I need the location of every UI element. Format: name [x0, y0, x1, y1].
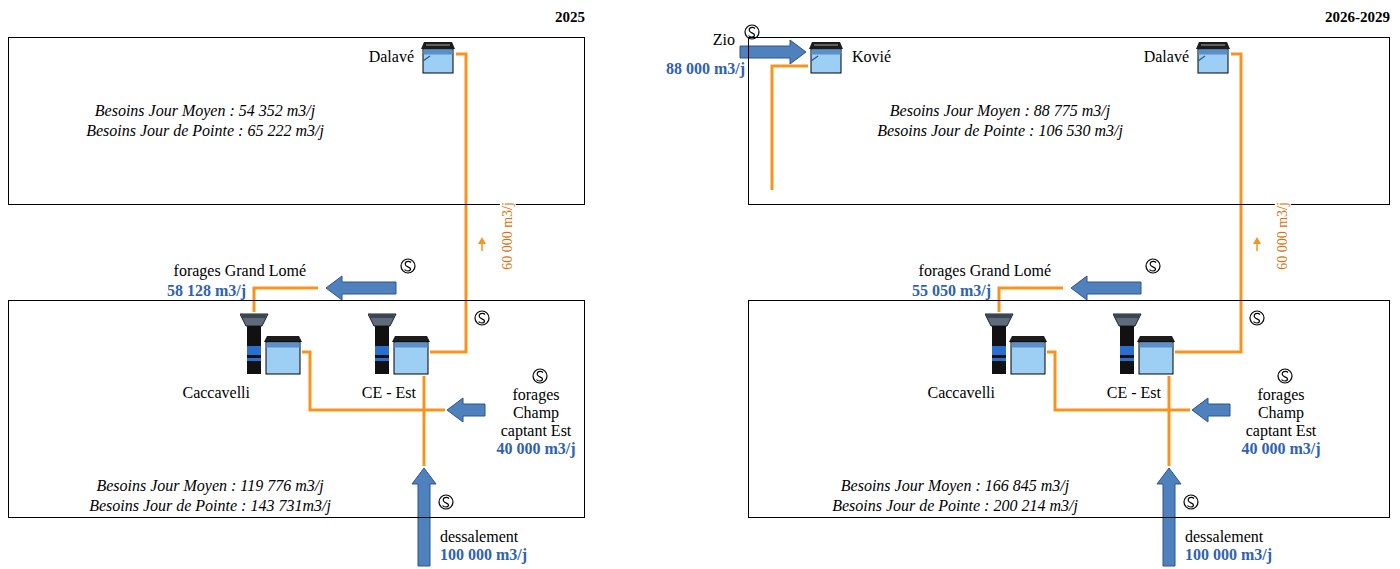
pipe: [1169, 410, 1190, 466]
needs-text: Besoins Jour Moyen : 88 775 m3/jBesoins …: [850, 101, 1150, 141]
pump-symbol: [1146, 259, 1160, 273]
tank-label: Kovié: [852, 48, 891, 66]
needs-text: Besoins Jour Moyen : 166 845 m3/jBesoins…: [795, 476, 1115, 516]
pipe: [424, 410, 445, 466]
zone-box: Besoins Jour Moyen : 88 775 m3/jBesoins …: [748, 37, 1390, 205]
source-label: forages Grand Lomé: [919, 262, 1051, 280]
pipe: [772, 66, 808, 190]
pump-symbol: [533, 369, 547, 383]
needs-line: Besoins Jour Moyen : 54 352 m3/j: [55, 101, 355, 121]
flow-value: 88 000 m3/j: [666, 60, 745, 78]
tank-label: Dalavé: [369, 48, 414, 66]
tank-symbol: Caccavelli: [985, 312, 1047, 376]
flow-value: 40 000 m3/j: [488, 440, 584, 458]
connector-group: [302, 54, 1261, 410]
water-tower-icon: [368, 312, 430, 376]
needs-line: Besoins Jour de Pointe : 200 214 m3/j: [795, 496, 1115, 516]
source-label: forages Champ captant Est: [488, 386, 584, 440]
zone-box: Besoins Jour Moyen : 54 352 m3/jBesoins …: [8, 37, 585, 205]
block-arrow: [447, 398, 485, 422]
reservoir-icon: [1195, 40, 1231, 74]
pump-symbol: [1250, 311, 1264, 325]
flow-direction-head: [1253, 237, 1261, 244]
pump-symbol: [1184, 495, 1198, 509]
source-label: Zio: [713, 31, 735, 49]
pipe-lines: [254, 66, 1190, 466]
pump-symbols: [401, 25, 1292, 509]
source-label: forages Grand Lomé: [174, 262, 306, 280]
period-heading: 2025: [555, 8, 585, 26]
reservoir-icon: [808, 40, 844, 74]
water-tower-icon: [240, 312, 302, 376]
tank-label: CE - Est: [1107, 384, 1161, 402]
needs-line: Besoins Jour Moyen : 166 845 m3/j: [795, 476, 1115, 496]
needs-text: Besoins Jour Moyen : 119 776 m3/jBesoins…: [50, 476, 370, 516]
needs-line: Besoins Jour Moyen : 119 776 m3/j: [50, 476, 370, 496]
flow-value: 100 000 m3/j: [440, 546, 527, 564]
block-arrow: [412, 468, 436, 566]
period-heading: 2026-2029: [1325, 8, 1390, 26]
source-label: forages Champ captant Est: [1233, 386, 1329, 440]
pipe-connector: [430, 54, 466, 352]
flow-label: 60 000 m3/j: [1275, 202, 1291, 270]
water-tower-icon: [985, 312, 1047, 376]
pump-symbol: [439, 495, 453, 509]
needs-line: Besoins Jour de Pointe : 106 530 m3/j: [850, 121, 1150, 141]
water-tower-icon: [1113, 312, 1175, 376]
block-arrow: [740, 40, 806, 64]
source-label: dessalement: [440, 528, 518, 546]
tank-label: Dalavé: [1144, 48, 1189, 66]
tank-label: CE - Est: [362, 384, 416, 402]
flow-value: 100 000 m3/j: [1185, 546, 1272, 564]
pump-symbol: [475, 311, 489, 325]
flow-value: 58 128 m3/j: [167, 282, 246, 300]
needs-text: Besoins Jour Moyen : 54 352 m3/jBesoins …: [55, 101, 355, 141]
pump-symbol: [1278, 369, 1292, 383]
tank-label: Caccavelli: [182, 384, 250, 402]
flow-value: 55 050 m3/j: [912, 282, 991, 300]
block-arrow: [1192, 398, 1230, 422]
needs-line: Besoins Jour Moyen : 88 775 m3/j: [850, 101, 1150, 121]
reservoir-icon: [420, 40, 456, 74]
tank-symbol: Caccavelli: [240, 312, 302, 376]
block-arrow: [326, 276, 396, 300]
pipe-connector: [1175, 54, 1241, 352]
flow-direction-head: [478, 237, 486, 244]
needs-line: Besoins Jour de Pointe : 65 222 m3/j: [55, 121, 355, 141]
tank-symbol: Dalavé: [420, 40, 456, 74]
source-label: dessalement: [1185, 528, 1263, 546]
flow-label: 60 000 m3/j: [500, 202, 516, 270]
inflow-arrows: [326, 40, 1230, 566]
tank-symbol: CE - Est: [1113, 312, 1175, 376]
tank-symbol: Dalavé: [1195, 40, 1231, 74]
flow-value: 40 000 m3/j: [1233, 440, 1329, 458]
tank-label: Caccavelli: [927, 384, 995, 402]
needs-line: Besoins Jour de Pointe : 143 731m3/j: [50, 496, 370, 516]
block-arrow: [1157, 468, 1181, 566]
tank-symbol: CE - Est: [368, 312, 430, 376]
pump-symbol: [401, 259, 415, 273]
tank-symbol: Kovié: [808, 40, 844, 74]
block-arrow: [1071, 276, 1141, 300]
